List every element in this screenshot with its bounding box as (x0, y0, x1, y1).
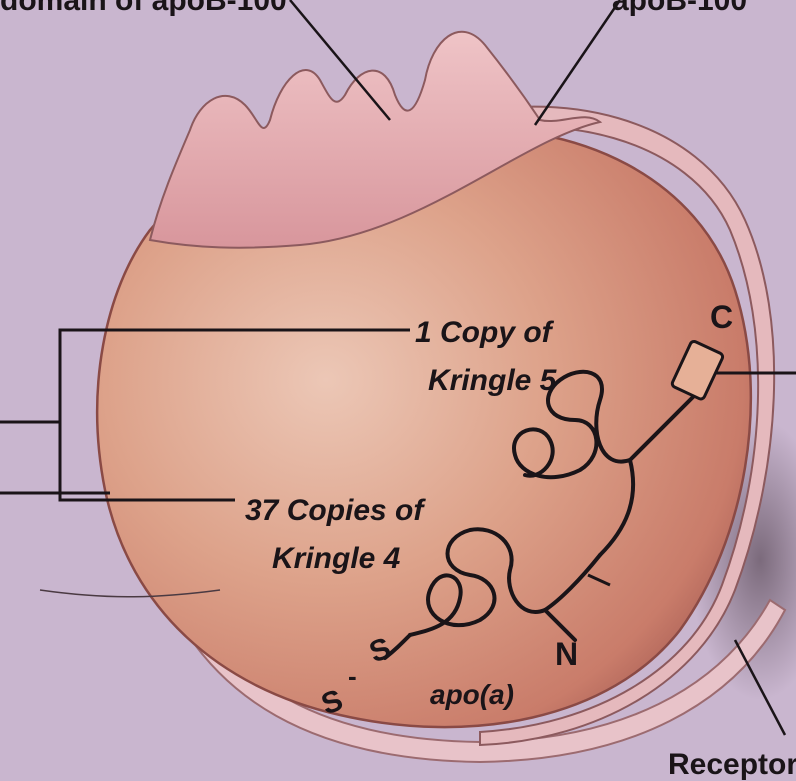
label-kringle4-line1: 37 Copies of (245, 494, 426, 527)
label-kringle5-line2: Kringle 5 (428, 364, 558, 397)
label-kringle5-line1: 1 Copy of (415, 316, 555, 349)
leader-line-apob (535, 0, 620, 125)
label-s-dash: - (348, 661, 357, 691)
label-domain-apob: domain of apoB-100 (0, 0, 287, 17)
label-apoa: apo(a) (430, 679, 514, 710)
label-receptor: Receptor (668, 748, 796, 781)
label-apob: apoB-100 (612, 0, 747, 17)
label-c-terminus: C (710, 299, 733, 335)
label-n-terminus: N (555, 636, 578, 672)
label-kringle4-line2: Kringle 4 (272, 542, 401, 575)
